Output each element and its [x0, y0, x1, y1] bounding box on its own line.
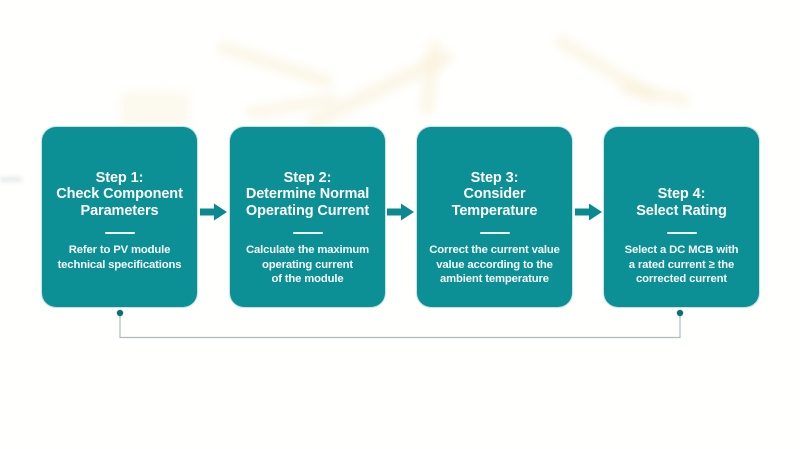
step-3-description: Correct the current value value accordin… — [429, 244, 560, 285]
arrow-right-icon — [200, 203, 227, 221]
divider — [479, 232, 510, 234]
divider — [292, 232, 323, 234]
step-4-description: Select a DC MCB with a rated current ≥ t… — [624, 244, 739, 285]
watermark-shape — [419, 39, 442, 116]
arrow-right-icon — [575, 203, 602, 221]
step-1-card: Step 1: Check Component Parameters Refer… — [42, 127, 197, 307]
step-4-card: Step 4: Select Rating Select a DC MCB wi… — [604, 127, 759, 307]
connector-dot — [116, 309, 124, 317]
step-3-card: Step 3: Consider Temperature Correct the… — [417, 127, 572, 307]
watermark-shape — [215, 39, 335, 90]
step-2-card: Step 2: Determine Normal Operating Curre… — [230, 127, 385, 307]
divider — [104, 232, 135, 234]
step-2-title: Step 2: Determine Normal Operating Curre… — [245, 169, 370, 219]
step-2-description: Calculate the maximum operating current … — [245, 244, 370, 285]
watermark-dash — [0, 177, 22, 182]
step-3-title: Step 3: Consider Temperature — [451, 169, 538, 219]
divider — [666, 232, 697, 234]
step-4-title: Step 4: Select Rating — [636, 186, 727, 219]
step-1-description: Refer to PV module technical specificati… — [57, 244, 182, 271]
watermark-shape — [120, 92, 190, 126]
watermark-shape — [619, 80, 691, 108]
connector-dot — [676, 309, 684, 317]
step-1-title: Step 1: Check Component Parameters — [56, 169, 183, 219]
arrow-right-icon — [387, 203, 414, 221]
